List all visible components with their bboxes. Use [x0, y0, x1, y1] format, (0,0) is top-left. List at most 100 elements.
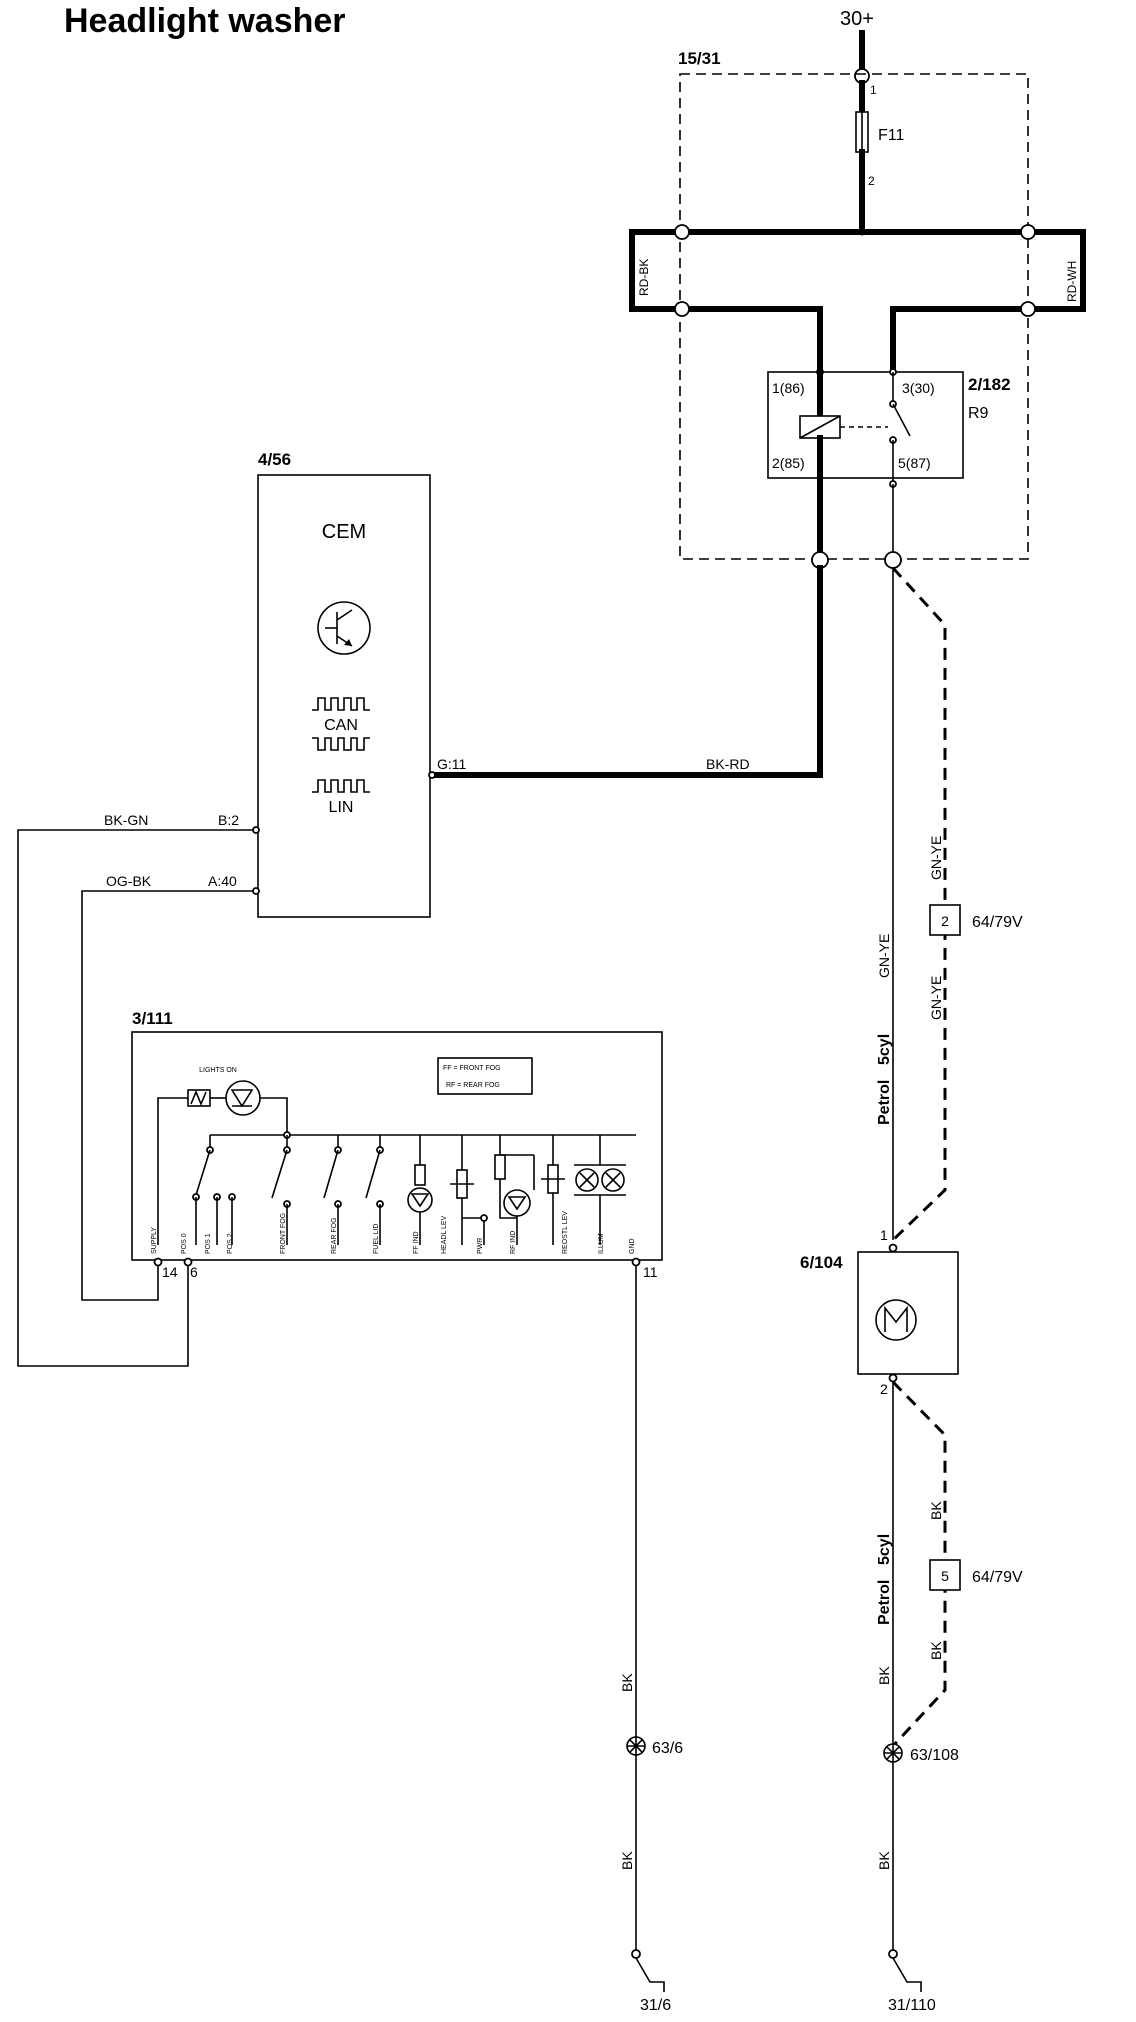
light-switch-pin-6: 6	[190, 1264, 198, 1280]
relay-switch-blade	[892, 403, 911, 437]
wire-bk-rd	[429, 565, 823, 778]
box-exit-node-87	[884, 551, 902, 569]
wire-bk-rd-label: BK-RD	[706, 756, 750, 772]
supply-label: 30+	[840, 8, 874, 30]
fuse-pin-out: 2	[868, 174, 875, 188]
pin-label-rear-fog: REAR FOG	[331, 1217, 338, 1254]
motor-ref: 6/104	[800, 1253, 843, 1272]
motor-pin-1: 1	[880, 1227, 888, 1243]
bus-node-tl	[674, 224, 690, 240]
ground-31-110-label: 31/110	[888, 1997, 936, 2014]
cem-name: CEM	[322, 521, 366, 543]
pin-label-ff-ind: FF IND	[413, 1231, 420, 1254]
wire-bk-label-left-1: BK	[619, 1673, 635, 1692]
light-switch-pin-14-terminal	[153, 1257, 163, 1267]
splice-63-6-label: 63/6	[652, 1740, 683, 1757]
bus-to-relay-86	[679, 306, 823, 373]
fuse-pin-in: 1	[870, 83, 877, 97]
splice-63-108-label: 63/108	[910, 1747, 959, 1764]
bus-right-loop	[1025, 229, 1086, 312]
cem-ref: 4/56	[258, 450, 291, 469]
cem-lin-label: LIN	[329, 799, 354, 816]
relay-pin-30: 3(30)	[902, 380, 935, 396]
lin-waveform-icon	[312, 779, 370, 793]
wire-gn-ye-label-dashed-2: GN-YE	[928, 976, 944, 1020]
light-switch-internal-circuit	[157, 1080, 636, 1245]
motor-pin-2: 2	[880, 1381, 888, 1397]
variant-top-cyl: 5cyl	[876, 1034, 893, 1065]
motor-icon	[875, 1299, 917, 1341]
wire-bk-label-dashed-2: BK	[928, 1641, 944, 1660]
light-switch-pin-14: 14	[162, 1264, 178, 1280]
cem-pin-g11-terminal	[428, 771, 436, 779]
light-switch-module	[131, 1031, 663, 1261]
cem-pin-a40-terminal	[252, 887, 260, 895]
legend-box	[437, 1057, 533, 1095]
central-box-ref: 15/31	[678, 49, 721, 68]
pin-label-front-fog: FRONT FOG	[280, 1213, 287, 1254]
variant-bottom-petrol: Petrol	[876, 1580, 893, 1625]
pin-label-pos2: POS 2	[227, 1233, 234, 1254]
wire-bk-gn-label: BK-GN	[104, 812, 148, 828]
cem-pin-a40: A:40	[208, 873, 237, 889]
cem-pin-b2: B:2	[218, 812, 239, 828]
bus-node-br	[1020, 301, 1036, 317]
ground-31-110-terminal	[888, 1949, 898, 1959]
legend-ff: FF = FRONT FOG	[443, 1065, 501, 1072]
can-waveform-icon	[312, 697, 370, 751]
connector-bottom-pin: 5	[941, 1568, 949, 1584]
wire-bk-label-solid-1: BK	[876, 1666, 892, 1685]
relay-ref: 2/182	[968, 375, 1011, 394]
pin-label-fuel-lid: FUEL LID	[373, 1224, 380, 1254]
relay-pin-86: 1(86)	[772, 380, 805, 396]
light-switch-pin-labels: SUPPLY POS 0 POS 1 POS 2 FRONT FOG REAR …	[151, 1211, 636, 1254]
relay-name: R9	[968, 405, 989, 422]
bus-right-label: RD-WH	[1065, 261, 1079, 302]
pin-label-supply: SUPPLY	[151, 1227, 158, 1254]
central-electronic-box	[679, 73, 1029, 560]
wire-og-bk-label: OG-BK	[106, 873, 152, 889]
relay-coil-diag	[799, 415, 841, 439]
washer-motor	[857, 1251, 959, 1375]
light-switch-pin-11: 11	[643, 1264, 658, 1280]
bus-node-tr	[1020, 224, 1036, 240]
connector-top-pin: 2	[941, 913, 949, 929]
wire-bk-label-solid-2: BK	[876, 1851, 892, 1870]
cem-module	[257, 474, 431, 918]
splice-63-6-icon	[626, 1736, 646, 1756]
wire-bk-label-left-2: BK	[619, 1851, 635, 1870]
ground-31-6-label: 31/6	[640, 1997, 671, 2014]
wire-bk-gn	[17, 829, 253, 1367]
wire-og-bk	[81, 890, 253, 1301]
ground-31-6-terminal	[631, 1949, 641, 1959]
pin-label-headl-lev: HEADL LEV	[441, 1215, 448, 1254]
pin-label-rf-ind: RF IND	[510, 1231, 517, 1254]
connector-64-79v-top	[929, 904, 961, 936]
wire-gn-ye-dashed	[891, 566, 947, 1242]
connector-64-79v-bottom	[929, 1559, 961, 1591]
transistor-icon	[317, 601, 371, 655]
pin-label-pos0: POS 0	[181, 1233, 188, 1254]
pin-label-pwr: PWR	[477, 1238, 484, 1254]
variant-bottom-cyl: 5cyl	[876, 1534, 893, 1565]
variant-top-petrol: Petrol	[876, 1080, 893, 1125]
cem-pin-g11: G:11	[437, 756, 467, 772]
pin-label-pos1: POS 1	[205, 1233, 212, 1254]
wire-gn-ye-label-solid: GN-YE	[876, 934, 892, 978]
pin-label-illum: ILLUM	[598, 1233, 605, 1254]
relay-pin-85: 2(85)	[772, 455, 805, 471]
light-switch-pin-6-terminal	[183, 1257, 193, 1267]
legend-rf: RF = REAR FOG	[446, 1082, 500, 1089]
light-switch-ref: 3/111	[132, 1009, 173, 1028]
relay-pin-87: 5(87)	[898, 455, 931, 471]
diagram-title: Headlight washer	[64, 2, 346, 40]
pin-label-gnd: GND	[629, 1238, 636, 1254]
light-switch-pin-11-terminal	[631, 1257, 641, 1267]
bus-node-bl	[674, 301, 690, 317]
connector-bottom-ref: 64/79V	[972, 1569, 1023, 1586]
motor-pin-2-terminal	[888, 1373, 898, 1383]
bus-left-loop	[629, 229, 685, 312]
cem-can-label: CAN	[324, 717, 358, 734]
fuse-ref: F11	[878, 127, 904, 144]
